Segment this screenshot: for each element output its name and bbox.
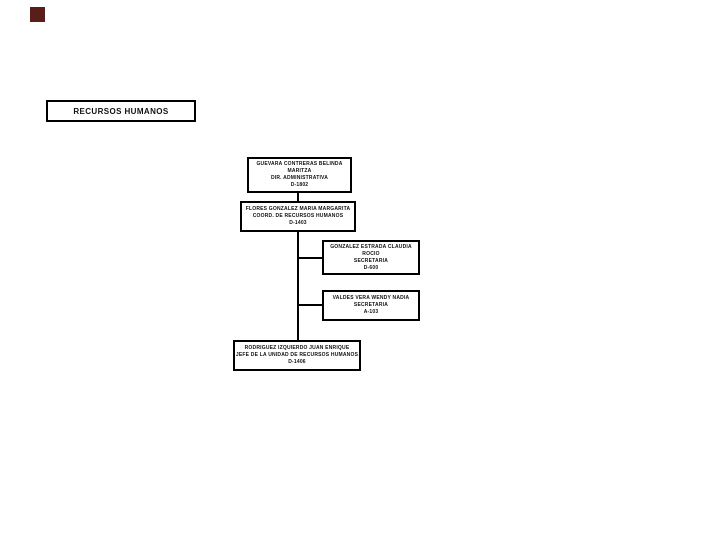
org-node-secretary-1: GONZALEZ ESTRADA CLAUDIA ROCIO SECRETARI… — [322, 240, 420, 275]
connector-director-coordinator — [297, 193, 299, 201]
chart-title: RECURSOS HUMANOS — [73, 106, 169, 116]
node-text-line: D-1406 — [288, 359, 306, 365]
node-text-line: A-103 — [363, 309, 379, 315]
node-text-line: SECRETARIA — [353, 257, 389, 264]
org-node-unit-chief: RODRIGUEZ IZQUIERDO JUAN ENRIQUE JEFE DE… — [233, 340, 361, 371]
node-text-line: ROCIO — [362, 250, 380, 257]
org-node-secretary-2: VALDES VERA WENDY NADIA SECRETARIA A-103 — [322, 290, 420, 321]
node-text-line: GUEVARA CONTRERAS BELINDA — [256, 161, 343, 167]
connector-branch-secretary-1 — [297, 257, 322, 259]
slide-accent-square — [30, 7, 45, 22]
node-text-line: DIR. ADMINISTRATIVA — [270, 175, 329, 181]
node-text-line: D-1403 — [289, 220, 307, 226]
org-node-director: GUEVARA CONTRERAS BELINDA MARITZA DIR. A… — [247, 157, 352, 193]
node-text-line: D-1802 — [290, 182, 309, 188]
org-node-coordinator: FLORES GONZALEZ MARIA MARGARITA COORD. D… — [240, 201, 356, 232]
node-text-line: FLORES GONZALEZ MARIA MARGARITA — [245, 206, 351, 212]
node-text-line: SECRETARIA — [353, 302, 389, 308]
connector-coordinator-trunk — [297, 232, 299, 340]
node-text-line: COORD. DE RECURSOS HUMANOS — [252, 213, 344, 219]
node-text-line: VALDES VERA WENDY NADIA — [332, 295, 410, 301]
node-text-line: JEFE DE LA UNIDAD DE RECURSOS HUMANOS — [235, 352, 359, 358]
chart-title-box: RECURSOS HUMANOS — [46, 100, 196, 122]
connector-branch-secretary-2 — [297, 304, 322, 306]
node-text-line: D-600 — [363, 264, 379, 271]
node-text-line: MARITZA — [287, 168, 312, 174]
node-text-line: RODRIGUEZ IZQUIERDO JUAN ENRIQUE — [244, 345, 350, 351]
node-text-line: GONZALEZ ESTRADA CLAUDIA — [330, 243, 412, 250]
